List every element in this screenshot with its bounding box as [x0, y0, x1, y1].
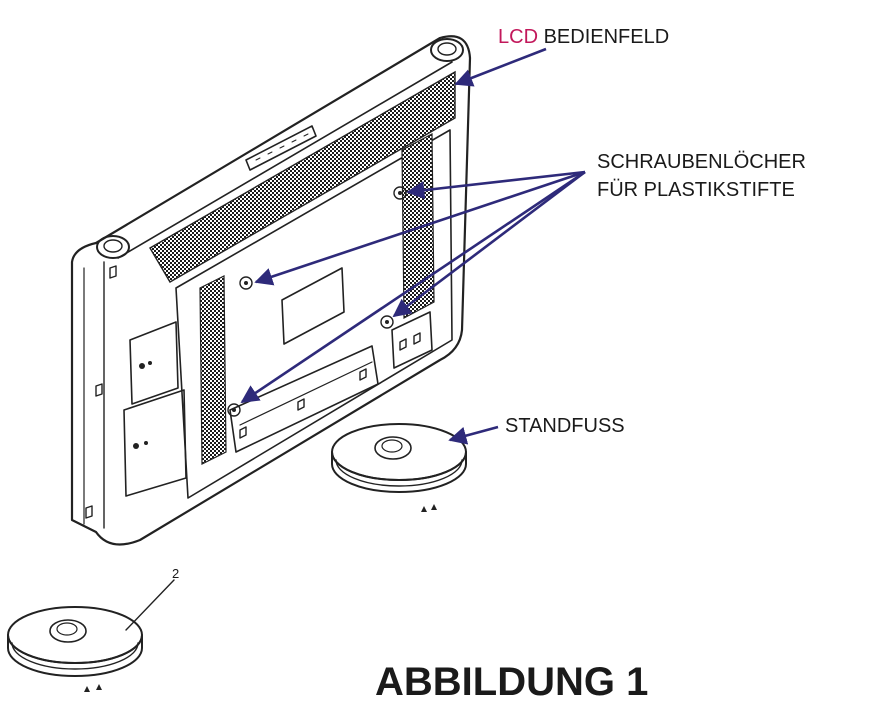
corner-boss-right [430, 38, 464, 62]
rear-label-plate [281, 267, 345, 345]
screw-hole-top-right [393, 186, 407, 200]
label-lcd-rest: BEDIENFELD [538, 26, 669, 48]
label-screw-holes-line2: FÜR PLASTIKSTIFTE [597, 179, 795, 201]
side-panel-upper [129, 321, 179, 405]
control-button-strip [245, 125, 317, 171]
corner-boss-left [96, 235, 130, 259]
label-lcd-panel: LCD BEDIENFELD [498, 26, 669, 48]
arrow-lcd-panel [454, 47, 547, 87]
screw-hole-bottom-right [380, 315, 394, 329]
connector-bay [229, 345, 379, 453]
callout-arrows [240, 47, 586, 445]
stand-base-left [7, 579, 175, 692]
label-stand: STANDFUSS [505, 415, 625, 437]
label-lcd-prefix: LCD [498, 26, 538, 48]
right-vent-grille [401, 133, 435, 319]
label-screw-holes-line1: SCHRAUBENLÖCHER [597, 151, 806, 173]
screw-hole-top-left [239, 276, 253, 290]
stand-base-right [331, 423, 467, 512]
label-part-number: 2 [172, 566, 179, 581]
monitor-rear-view [70, 35, 472, 546]
arrow-screw-top-left [254, 170, 586, 286]
side-panel-lower [123, 389, 187, 497]
figure-title: ABBILDUNG 1 [375, 660, 648, 704]
arrow-screw-top-right [406, 170, 586, 200]
arrow-screw-bottom-left [240, 170, 586, 404]
left-vent-grille [199, 275, 227, 465]
arrow-screw-bottom-right [392, 170, 586, 318]
top-vent-grille [149, 70, 456, 283]
arrow-stand [448, 425, 499, 445]
